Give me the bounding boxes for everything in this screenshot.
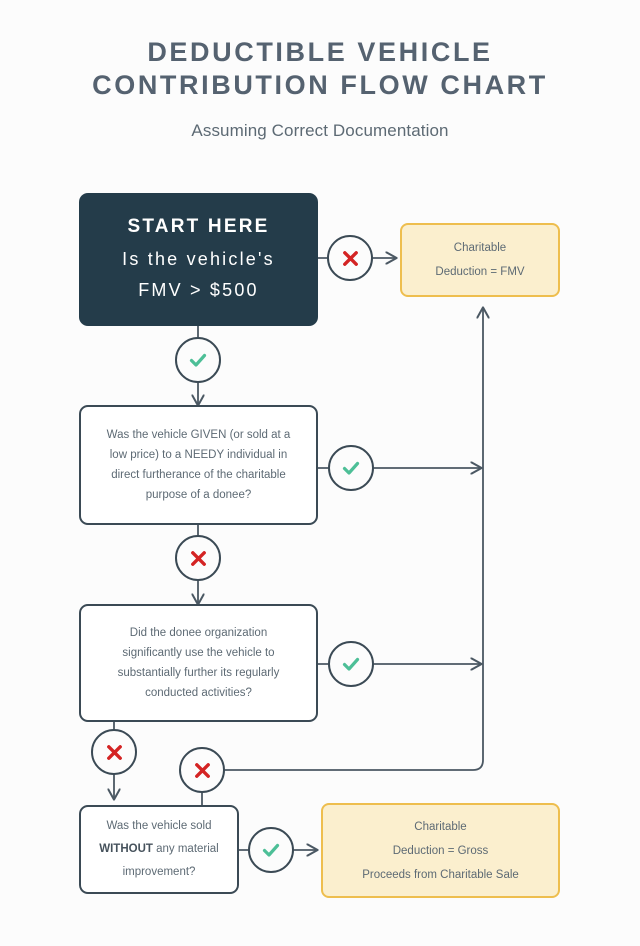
start-heading: START HERE (127, 215, 270, 237)
start-line-1: Is the vehicle's (122, 248, 275, 269)
improvement-line-2: WITHOUT any material (99, 838, 219, 861)
badge-needy-no[interactable] (175, 535, 221, 581)
result-gross-line-3: Proceeds from Charitable Sale (362, 868, 519, 881)
page-title: DEDUCTIBLE VEHICLE CONTRIBUTION FLOW CHA… (0, 0, 640, 102)
result-gross-line-1: Charitable (414, 820, 467, 833)
start-line-2: FMV > $500 (138, 279, 259, 300)
node-start[interactable]: START HERE Is the vehicle's FMV > $500 (79, 193, 318, 326)
node-result-fmv[interactable]: Charitable Deduction = FMV (400, 223, 560, 297)
needy-line-4: purpose of a donee? (145, 489, 252, 501)
badge-use-no[interactable] (91, 729, 137, 775)
node-question-needy[interactable]: Was the vehicle GIVEN (or sold at a low … (79, 405, 318, 525)
needy-line-2: low price) to a NEEDY individual in (109, 449, 288, 461)
cross-icon (341, 249, 360, 268)
chart-header: DEDUCTIBLE VEHICLE CONTRIBUTION FLOW CHA… (0, 0, 640, 141)
node-result-gross[interactable]: Charitable Deduction = Gross Proceeds fr… (321, 803, 560, 898)
use-line-2: significantly use the vehicle to (122, 647, 275, 659)
result-gross-line-2: Deduction = Gross (392, 844, 489, 857)
use-line-4: conducted activities? (145, 687, 252, 699)
cross-icon (189, 549, 208, 568)
improvement-line-2-rest: any material (152, 843, 219, 855)
cross-icon (105, 743, 124, 762)
badge-start-yes[interactable] (175, 337, 221, 383)
needy-line-1: Was the vehicle GIVEN (or sold at a (106, 429, 291, 441)
page-title-line-1: DEDUCTIBLE VEHICLE (147, 37, 493, 67)
badge-improvement-yes[interactable] (248, 827, 294, 873)
needy-line-3: direct furtherance of the charitable (111, 469, 286, 481)
page-title-line-2: CONTRIBUTION FLOW CHART (92, 70, 548, 100)
check-icon (187, 349, 209, 371)
cross-icon (193, 761, 212, 780)
badge-use-yes[interactable] (328, 641, 374, 687)
use-line-3: substantially further its regularly (117, 667, 280, 679)
result-fmv-line-2: Deduction = FMV (435, 266, 525, 278)
use-line-1: Did the donee organization (129, 627, 268, 639)
badge-needy-yes[interactable] (328, 445, 374, 491)
improvement-line-1: Was the vehicle sold (106, 820, 212, 832)
badge-start-no[interactable] (327, 235, 373, 281)
badge-improvement-no[interactable] (179, 747, 225, 793)
page-subtitle: Assuming Correct Documentation (191, 121, 449, 140)
check-icon (340, 653, 362, 675)
node-question-without-improvement[interactable]: Was the vehicle sold WITHOUT any materia… (79, 805, 239, 894)
check-icon (260, 839, 282, 861)
result-fmv-line-1: Charitable (453, 242, 507, 254)
improvement-line-2-bold: WITHOUT (99, 843, 153, 855)
node-question-significant-use[interactable]: Did the donee organization significantly… (79, 604, 318, 722)
improvement-line-3: improvement? (122, 866, 196, 878)
check-icon (340, 457, 362, 479)
